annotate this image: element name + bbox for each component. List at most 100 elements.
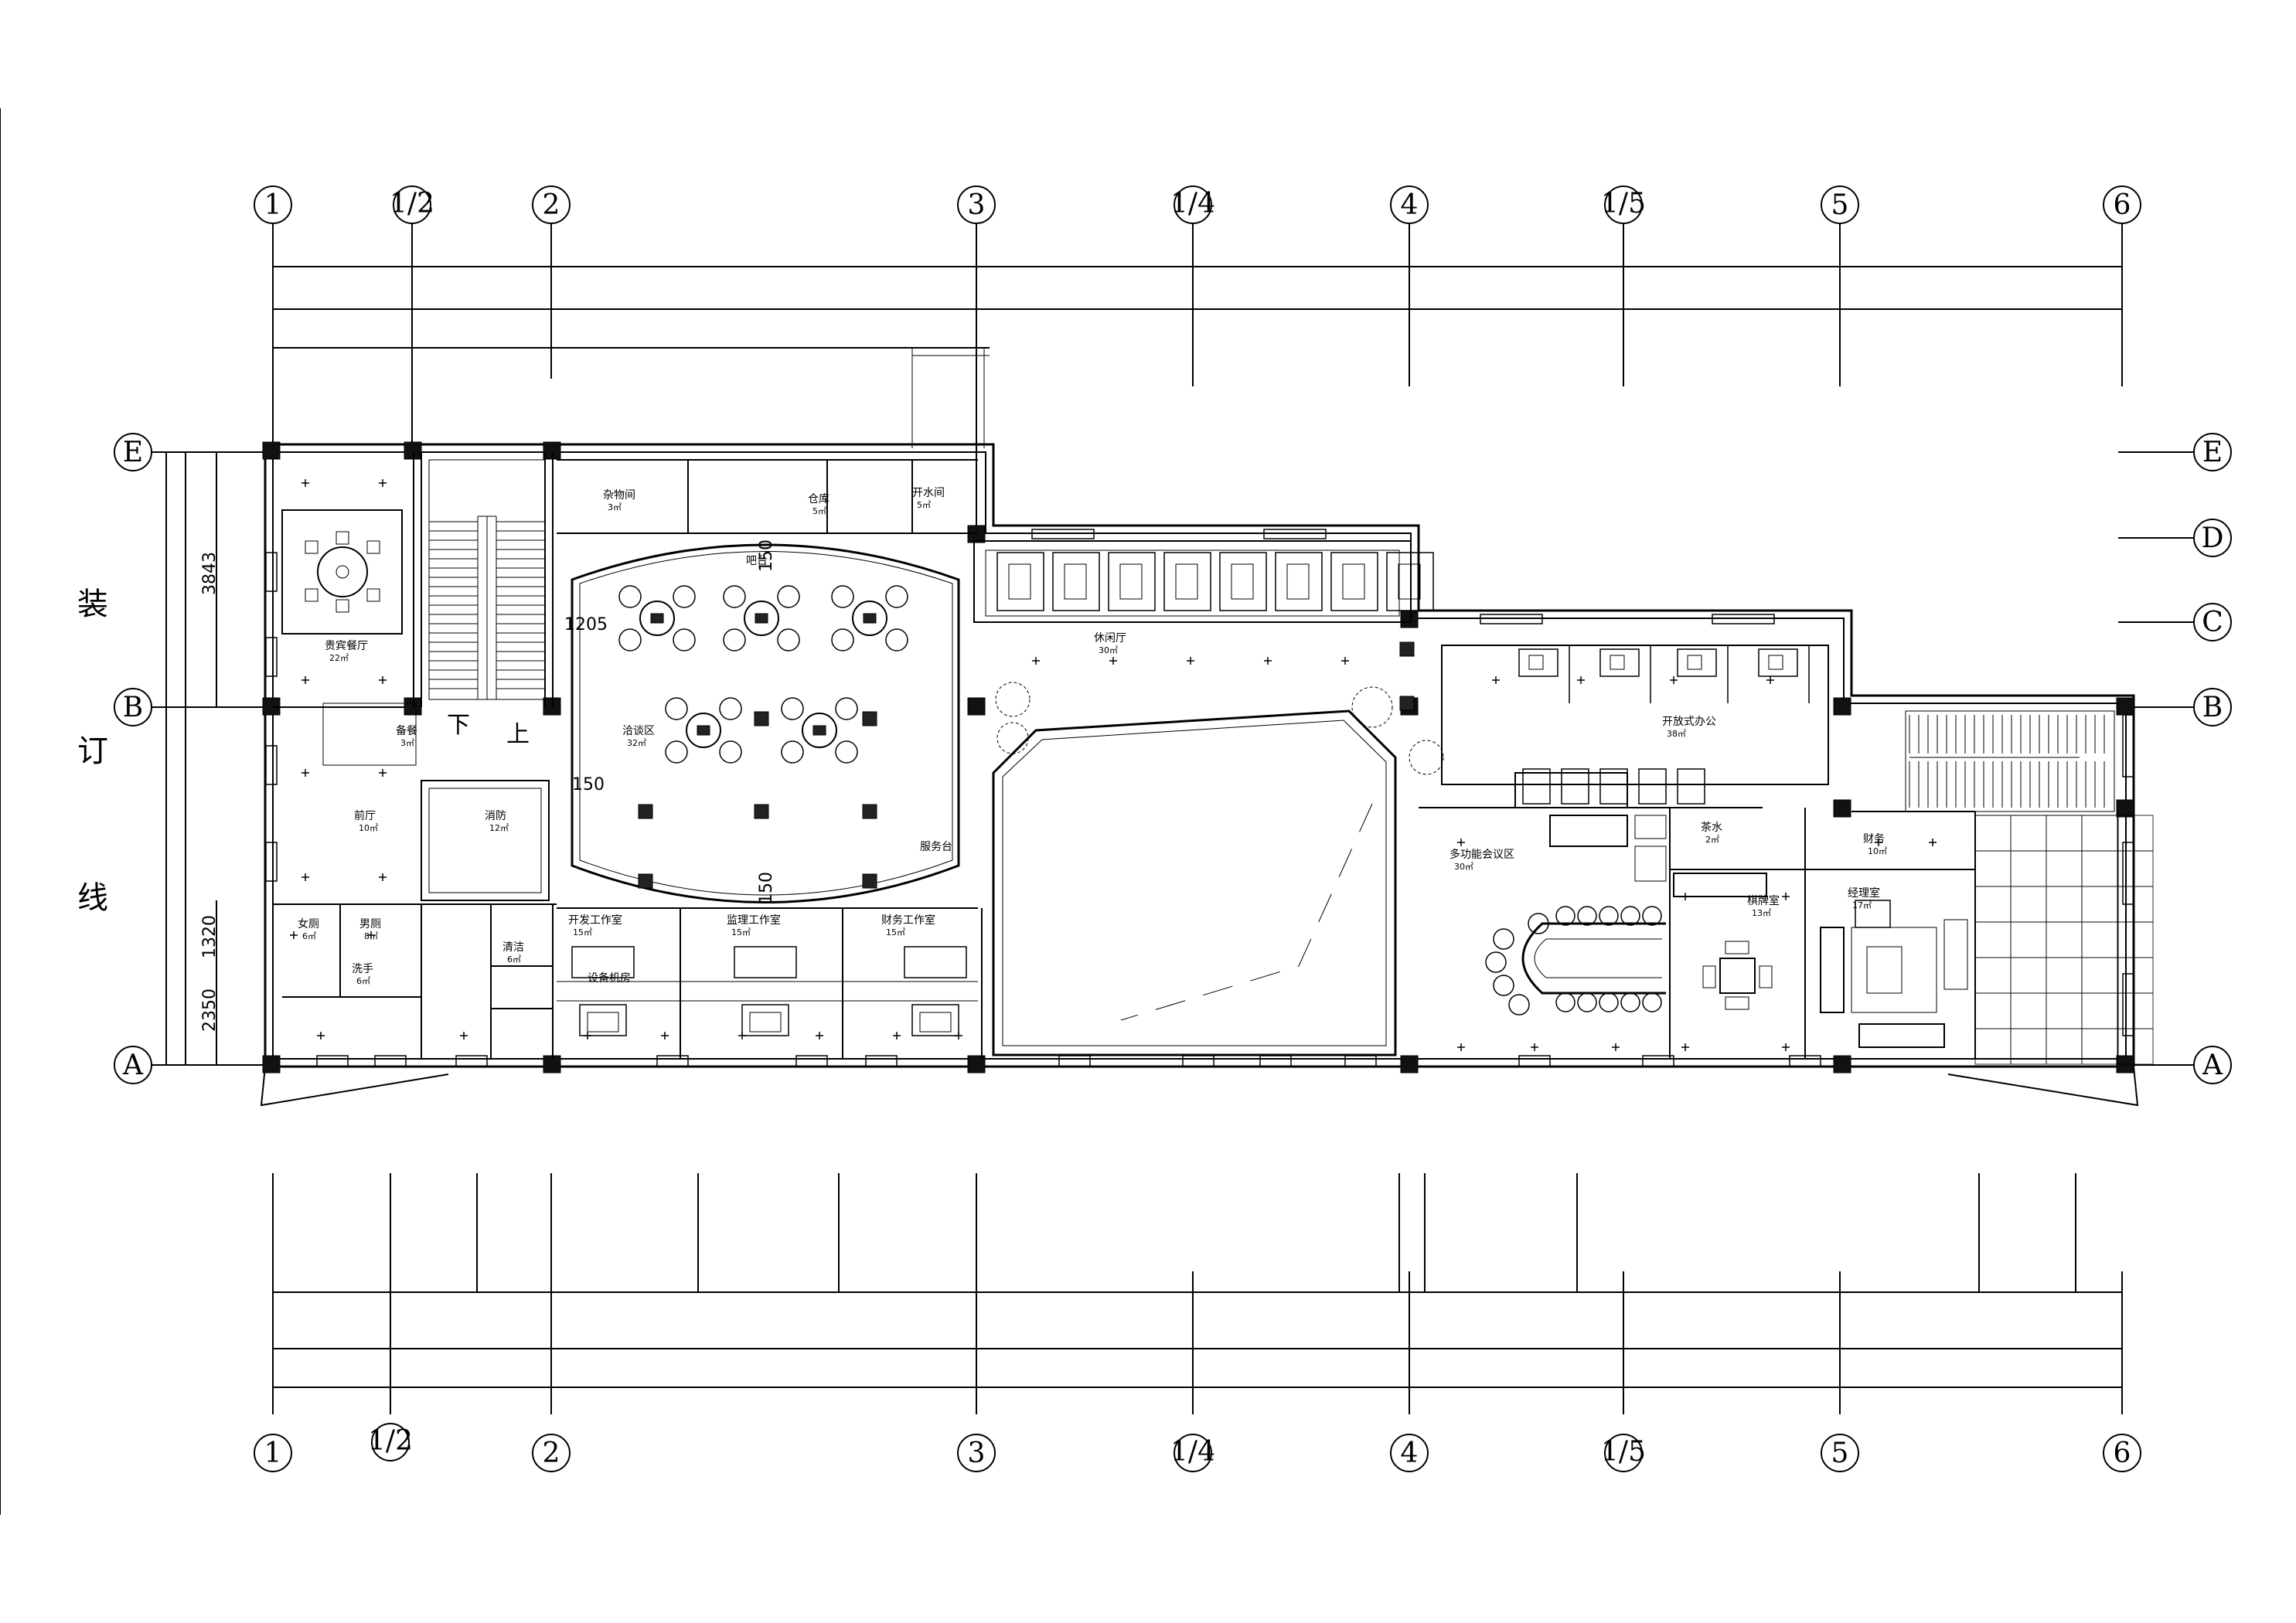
ceiling-light <box>1670 676 1678 684</box>
ceiling-light <box>816 1032 823 1039</box>
chair <box>673 585 696 608</box>
booth <box>1052 552 1100 611</box>
booth-table <box>1398 563 1421 600</box>
window <box>316 1055 349 1067</box>
booth-table <box>1119 563 1143 600</box>
booth-seating <box>996 552 1434 611</box>
window <box>1789 1055 1821 1067</box>
room-label-open-office: 开放式办公 <box>1662 716 1716 728</box>
chair <box>1555 992 1576 1012</box>
ceiling-light <box>317 1032 325 1039</box>
floor-tile <box>2081 886 2118 923</box>
dimension-2350: 2350 <box>200 988 220 1032</box>
booth <box>1108 552 1156 611</box>
room-area-prep: 3㎡ <box>400 738 414 748</box>
floor-tiles <box>1974 815 2154 1065</box>
binding-char-3: 线 <box>77 880 108 916</box>
floor-tile <box>1974 886 2012 923</box>
room-label-women-wc: 女厕 <box>298 917 319 931</box>
chair <box>618 585 642 608</box>
room-label-lounge: 休闲厅 <box>1094 632 1126 645</box>
axis-label-1-bottom: 1 <box>264 1438 282 1469</box>
room-label-men-wc: 男厕 <box>359 918 381 931</box>
room-label-negotiation: 洽谈区 <box>622 725 655 737</box>
window <box>1642 1055 1674 1067</box>
room-label-prep: 备餐 <box>396 724 417 737</box>
booth-table <box>1064 563 1087 600</box>
chair <box>618 628 642 652</box>
floor-tile <box>2010 992 2047 1029</box>
binding-char-1: 装 <box>77 587 108 622</box>
window <box>1182 1055 1214 1067</box>
ceiling-light <box>301 479 309 487</box>
interior-walls <box>273 452 2119 1060</box>
booth <box>1330 552 1378 611</box>
axis-label-1-2-top: 1/2 <box>390 188 434 219</box>
axis-bubble-1-5-top <box>1604 185 1643 224</box>
workstation-seat <box>587 1012 619 1033</box>
window <box>1031 529 1095 539</box>
axis-label-2-top: 2 <box>543 189 560 221</box>
ceiling-light <box>379 769 387 777</box>
window <box>2122 714 2134 777</box>
room-label-service: 服务台 <box>920 841 952 853</box>
chair <box>1620 906 1640 926</box>
ceiling-light <box>1681 1043 1689 1051</box>
booth-table <box>1175 563 1198 600</box>
room-label-conference: 多功能会议区 <box>1449 848 1514 861</box>
chair <box>665 740 688 764</box>
ceiling-light <box>1032 657 1040 665</box>
chair <box>1577 992 1597 1012</box>
ceiling-light <box>1577 676 1585 684</box>
axis-label-1-5-bottom: 1/5 <box>1601 1436 1646 1468</box>
square-downlight <box>638 873 653 889</box>
chair <box>1620 992 1640 1012</box>
room-label-fire: 消防 <box>485 810 506 822</box>
axis-bubbles-top: 1 1/2 2 3 1/4 4 1/5 5 6 <box>254 185 2141 224</box>
round-table-set <box>618 585 696 652</box>
chair <box>885 585 908 608</box>
workstations <box>571 946 967 1036</box>
floor-tile <box>2046 992 2083 1029</box>
workstation-chair <box>579 1004 627 1036</box>
workstation-seat <box>919 1012 952 1033</box>
room-label-warehouse: 仓库 <box>808 493 829 505</box>
chair <box>1642 906 1662 926</box>
room-area-clean: 6㎡ <box>507 954 521 965</box>
booth <box>1275 552 1323 611</box>
ceiling-light <box>1782 1043 1790 1051</box>
workstation-chair <box>911 1004 959 1036</box>
ceiling-light <box>379 676 387 684</box>
room-label-vip-dining: 贵宾餐厅 <box>325 640 368 652</box>
monitor <box>1687 655 1702 670</box>
axis-label-6-top: 6 <box>2114 189 2131 221</box>
dimension-1205: 1205 <box>564 615 608 635</box>
axis-bubble-1-top <box>254 185 292 224</box>
window <box>1480 614 1543 624</box>
axis-label-E-left: E <box>123 437 143 468</box>
axis-bubbles-bottom: 1 1/2 2 3 1/4 4 1/5 5 6 <box>254 1423 2141 1472</box>
room-area-fire: 12㎡ <box>489 823 509 833</box>
booth-table <box>1231 563 1254 600</box>
floor-tile <box>1974 850 2012 887</box>
axis-bubble-1-2-top <box>393 185 431 224</box>
binding-char-2: 订 <box>77 733 108 769</box>
top-dimension-lines <box>272 224 2123 526</box>
axis-bubbles-right: E D C B A <box>2118 433 2232 1084</box>
chair <box>777 585 800 608</box>
axis-label-1-top: 1 <box>264 189 282 221</box>
floor-tile <box>2046 886 2083 923</box>
window <box>2122 973 2134 1036</box>
floor-tile <box>2046 815 2083 852</box>
workstation-chair <box>741 1004 789 1036</box>
room-label-office-c: 财务工作室 <box>881 914 935 927</box>
round-table-set <box>665 697 742 764</box>
floor-tile <box>2010 850 2047 887</box>
chair <box>781 697 804 720</box>
axis-label-3-top: 3 <box>968 189 986 221</box>
stair-left <box>429 521 545 689</box>
room-label-wash: 洗手 <box>352 963 373 975</box>
chair <box>1599 768 1628 805</box>
floor-tile <box>1974 921 2012 958</box>
room-area-lobby: 10㎡ <box>359 823 378 833</box>
